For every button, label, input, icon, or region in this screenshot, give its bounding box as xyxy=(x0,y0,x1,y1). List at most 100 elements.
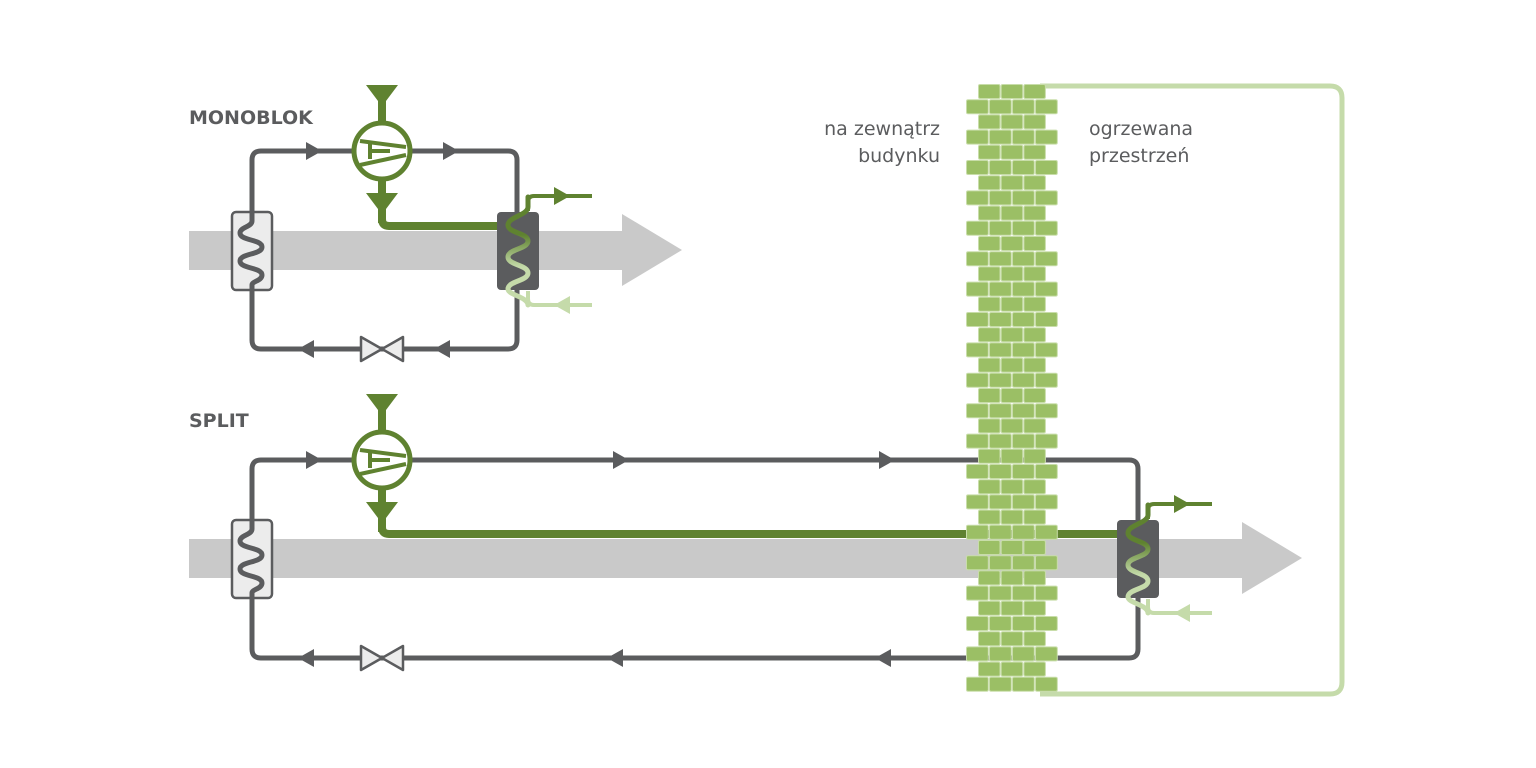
brick xyxy=(1023,205,1046,221)
brick xyxy=(1000,266,1024,282)
hot-gas-line xyxy=(378,195,500,230)
brick xyxy=(989,281,1012,297)
brick xyxy=(1000,84,1024,99)
brick xyxy=(978,570,1001,586)
brick xyxy=(1035,433,1058,449)
brick xyxy=(1035,312,1058,327)
brick xyxy=(1035,190,1058,206)
flow-arrow-icon xyxy=(434,340,450,358)
monoblok-diagram: MONOBLOK xyxy=(189,85,682,363)
brick xyxy=(1012,676,1035,692)
brick xyxy=(989,646,1012,662)
brick xyxy=(1012,99,1035,115)
brick xyxy=(1000,175,1024,191)
brick xyxy=(978,388,1001,403)
brick xyxy=(966,342,989,358)
brick xyxy=(1035,220,1058,236)
brick xyxy=(978,540,1001,555)
inside-label-line2: przestrzeń xyxy=(1089,145,1189,167)
brick xyxy=(966,220,989,236)
brick xyxy=(1012,494,1035,510)
brick xyxy=(989,616,1012,631)
brick xyxy=(1012,251,1035,267)
brick xyxy=(1035,524,1058,540)
brick xyxy=(1035,99,1058,115)
brick xyxy=(966,372,989,388)
flow-arrow-icon xyxy=(298,340,314,358)
brick xyxy=(978,661,1001,677)
brick xyxy=(978,296,1001,312)
flow-arrow-icon xyxy=(879,451,895,469)
brick xyxy=(989,160,1012,175)
brick xyxy=(978,327,1001,343)
brick xyxy=(989,494,1012,510)
brick xyxy=(966,555,989,571)
brick xyxy=(1000,540,1024,555)
brick xyxy=(966,524,989,540)
evaporator-icon xyxy=(232,212,272,290)
brick xyxy=(978,236,1001,251)
brick xyxy=(1012,342,1035,358)
brick xyxy=(1023,661,1046,677)
outside-label-line1: na zewnątrz xyxy=(824,118,940,140)
brick xyxy=(1012,372,1035,388)
compressor-icon xyxy=(354,394,410,532)
brick xyxy=(966,99,989,115)
brick xyxy=(978,509,1001,525)
brick xyxy=(1012,190,1035,206)
brick xyxy=(1000,236,1024,251)
brick xyxy=(1035,494,1058,510)
heating-loop-return xyxy=(1040,83,1345,697)
brick xyxy=(1000,479,1024,495)
brick xyxy=(1023,296,1046,312)
brick xyxy=(978,175,1001,191)
water-out-arrow-icon xyxy=(1174,495,1190,513)
brick xyxy=(978,357,1001,373)
brick xyxy=(989,433,1012,449)
brick xyxy=(966,129,989,145)
brick xyxy=(1000,114,1024,130)
brick xyxy=(1023,357,1046,373)
brick xyxy=(989,403,1012,419)
brick xyxy=(1012,220,1035,236)
brick xyxy=(1000,509,1024,525)
brick xyxy=(1023,418,1046,434)
brick xyxy=(966,616,989,631)
airflow-arrow-icon xyxy=(189,214,682,286)
brick xyxy=(989,342,1012,358)
brick xyxy=(989,464,1012,479)
water-in-arrow-icon xyxy=(1174,604,1190,622)
brick xyxy=(966,676,989,692)
water-out-arrow-icon xyxy=(554,187,570,205)
inside-label-line1: ogrzewana xyxy=(1089,118,1193,140)
brick xyxy=(1000,357,1024,373)
brick xyxy=(1023,509,1046,525)
brick xyxy=(966,494,989,510)
brick xyxy=(989,555,1012,571)
expansion-valve-icon xyxy=(359,644,405,672)
brick xyxy=(1035,342,1058,358)
brick xyxy=(989,676,1012,692)
brick xyxy=(1012,524,1035,540)
brick xyxy=(966,251,989,267)
flow-arrow-icon xyxy=(298,649,314,667)
brick xyxy=(1023,236,1046,251)
brick xyxy=(978,631,1001,647)
brick xyxy=(989,99,1012,115)
brick xyxy=(1012,433,1035,449)
brick xyxy=(1000,388,1024,403)
outside-label-line2: budynku xyxy=(858,145,940,167)
brick xyxy=(1035,160,1058,175)
brick xyxy=(1023,631,1046,647)
brick xyxy=(1000,296,1024,312)
flow-arrow-icon xyxy=(607,649,623,667)
brick xyxy=(1035,464,1058,479)
condenser-icon xyxy=(1117,505,1159,613)
brick xyxy=(1023,540,1046,555)
brick xyxy=(1035,676,1058,692)
brick xyxy=(1023,144,1046,160)
brick xyxy=(1035,251,1058,267)
brick xyxy=(1012,464,1035,479)
flow-arrow-icon xyxy=(306,451,322,469)
brick xyxy=(1023,175,1046,191)
